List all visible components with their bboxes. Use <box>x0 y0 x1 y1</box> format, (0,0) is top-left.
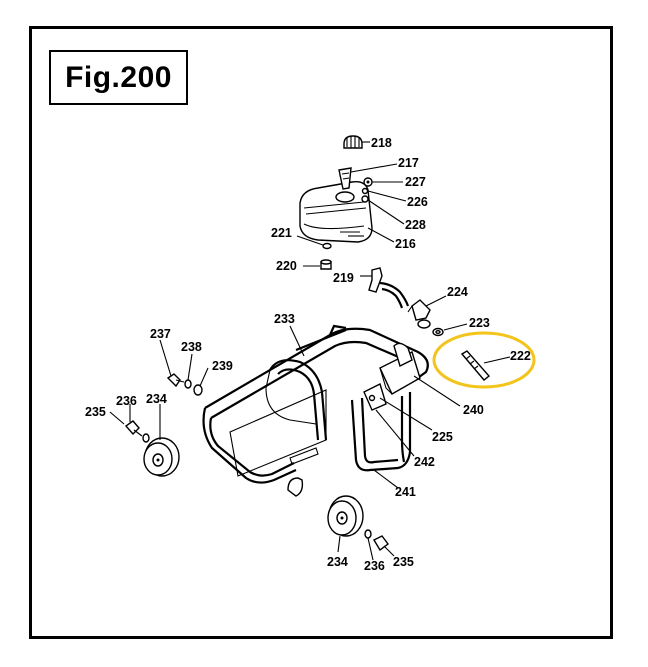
label-238: 238 <box>181 340 202 354</box>
label-222: 222 <box>510 349 531 363</box>
fuel-hose-219 <box>368 267 410 309</box>
rear-foot-241 <box>287 477 304 497</box>
wheel-234-left <box>143 437 180 477</box>
label-228: 228 <box>405 218 426 232</box>
figure-title-box: Fig.200 <box>49 50 188 105</box>
leader-lines <box>109 141 511 561</box>
label-242: 242 <box>414 455 435 469</box>
figure-title: Fig.200 <box>65 60 172 94</box>
label-237: 237 <box>150 327 171 341</box>
label-236-left: 236 <box>116 394 137 408</box>
label-235-right: 235 <box>393 555 414 569</box>
gauge-cap-228 <box>361 195 369 203</box>
label-224: 224 <box>447 285 468 299</box>
bolt-237 <box>166 373 185 388</box>
label-227: 227 <box>405 175 426 189</box>
diagram-frame <box>29 26 613 639</box>
label-219: 219 <box>333 271 354 285</box>
washer-238 <box>184 379 192 389</box>
label-241: 241 <box>395 485 416 499</box>
label-220: 220 <box>276 259 297 273</box>
bolt-222 <box>460 350 491 381</box>
washer-235a <box>142 433 150 443</box>
label-216: 216 <box>395 237 416 251</box>
label-233: 233 <box>274 312 295 326</box>
frame-233 <box>202 324 429 484</box>
label-239: 239 <box>212 359 233 373</box>
washer-223 <box>432 327 444 337</box>
washer-236b <box>364 529 372 539</box>
label-234-left: 234 <box>146 392 167 406</box>
label-235-left: 235 <box>85 405 106 419</box>
fuel-tank-216 <box>299 180 373 243</box>
fuel-gauge-227 <box>363 177 373 187</box>
bolt-236a <box>124 420 143 437</box>
label-236-right: 236 <box>364 559 385 573</box>
fuel-cock-224 <box>407 299 431 329</box>
wheel-234-right <box>327 495 364 537</box>
label-217: 217 <box>398 156 419 170</box>
label-223: 223 <box>469 316 490 330</box>
fuel-cap-218 <box>343 135 363 149</box>
drain-screw-221 <box>322 242 332 250</box>
bracket-225 <box>363 383 387 411</box>
fuel-strainer-217 <box>338 167 352 190</box>
cushion-220 <box>320 259 332 270</box>
gasket-226 <box>361 187 369 195</box>
label-240: 240 <box>463 403 484 417</box>
nut-239 <box>193 384 203 396</box>
highlight-circle <box>432 331 536 389</box>
label-234-right: 234 <box>327 555 348 569</box>
label-225: 225 <box>432 430 453 444</box>
label-221: 221 <box>271 226 292 240</box>
label-218: 218 <box>371 136 392 150</box>
label-226: 226 <box>407 195 428 209</box>
bracket-240 <box>379 342 421 395</box>
